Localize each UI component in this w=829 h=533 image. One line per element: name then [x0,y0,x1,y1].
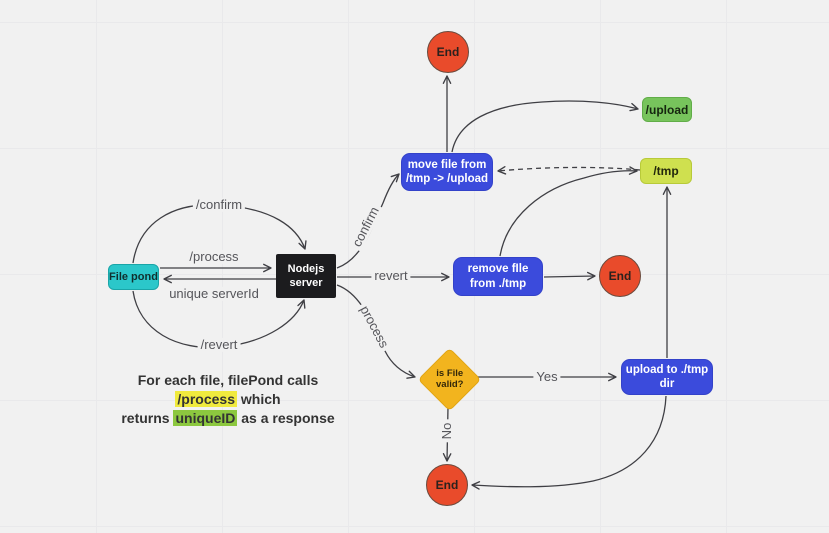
edge-tmp-to-movefile-dashed [497,166,641,175]
is-file-valid-label: is File valid? [435,368,464,391]
node-nodejs-server[interactable]: Nodejs server [276,254,336,298]
annotation-text: For each file, filePond calls /process w… [96,371,360,428]
annotation-line-2-rest: which [237,391,281,407]
node-tmp-dir[interactable]: /tmp [640,158,692,184]
edge-process-branch [336,284,416,379]
edge-uploadtmp-to-end [471,395,667,490]
annotation-line-3: returns uniqueID as a response [96,409,360,428]
label-confirm-endpoint: /confirm [192,197,246,213]
annotation-line-1: For each file, filePond calls [137,372,319,388]
node-file-pond[interactable]: File pond [108,264,159,290]
annotation-line-2: /process which [96,390,360,409]
annotation-line-3-rest: as a response [237,410,335,426]
node-upload-dir[interactable]: /upload [642,97,692,122]
annotation-line-3-pre: returns [121,410,174,426]
highlight-process: /process [175,391,238,407]
edge-removefile-to-end [543,271,596,281]
node-remove-file[interactable]: remove fIle from ./tmp [453,257,543,296]
label-no: No [439,419,455,443]
label-yes: Yes [533,369,561,385]
node-upload-to-tmp[interactable]: upload to ./tmp dir [621,359,713,395]
edge-removefile-to-tmp [499,166,638,257]
node-move-file[interactable]: move file from /tmp -> /upload [401,153,493,191]
edge-confirm-branch [336,173,400,269]
edge-movefile-to-upload [451,100,639,153]
label-revert-branch: revert [371,268,411,284]
node-end-top[interactable]: End [427,31,469,73]
label-unique-serverid: unique serverId [166,286,262,302]
node-end-middle[interactable]: End [599,255,641,297]
label-revert-endpoint: /revert [197,337,241,353]
node-end-bottom[interactable]: End [426,464,468,506]
label-process-endpoint: /process [186,249,242,265]
highlight-uniqueid: uniqueID [173,410,238,426]
